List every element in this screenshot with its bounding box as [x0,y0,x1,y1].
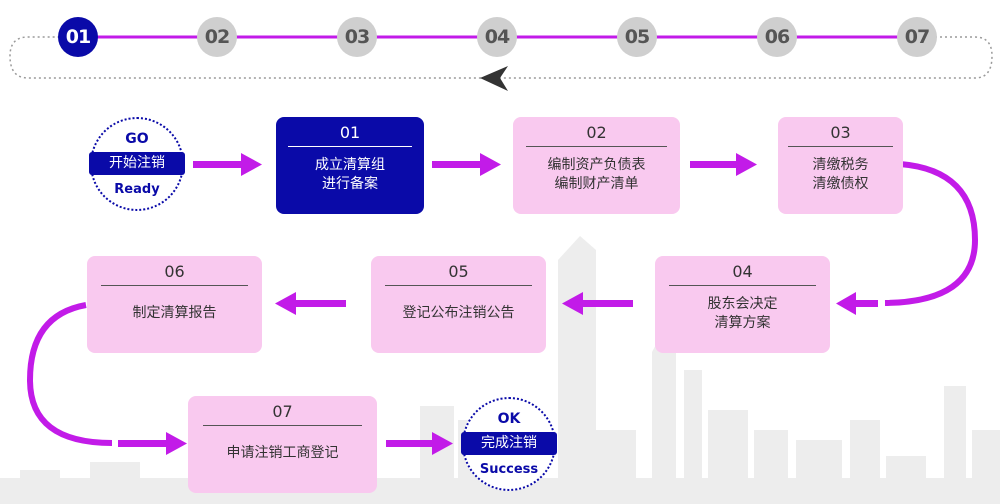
progress-step-02[interactable]: 02 [197,17,237,57]
progress-step-04[interactable]: 04 [477,17,517,57]
step-box-line2: 进行备案 [322,176,378,192]
step-box-line1: 编制资产负债表 [547,157,646,173]
divider [526,146,667,147]
step-box-line2: 清缴债权 [812,176,869,192]
step-box-line1: 成立清算组 [315,157,385,173]
end-badge-label: 完成注销 [461,432,557,455]
step-box-line1: 制定清算报告 [132,305,217,321]
step-box-line2: 清算方案 [714,315,771,331]
step-box-number: 06 [164,262,185,281]
start-badge-top: GO [125,131,149,147]
step-box-05: 05 登记公布注销公告 [371,256,546,353]
step-box-line2: 编制财产清单 [554,176,639,192]
divider [203,425,362,426]
start-badge-bottom: Ready [114,182,160,197]
step-box-line1: 登记公布注销公告 [402,305,515,321]
divider [287,146,413,147]
progress-step-01[interactable]: 01 [58,17,98,57]
divider [669,285,816,286]
step-box-number: 05 [448,262,469,281]
step-box-number: 01 [339,123,361,142]
progress-step-07[interactable]: 07 [897,17,937,57]
step-box-number: 04 [732,262,753,281]
start-badge: GO 开始注销 Ready [89,117,185,211]
step-box-line1: 清缴税务 [812,157,869,173]
step-box-03: 03 清缴税务 清缴债权 [778,117,903,214]
start-badge-label: 开始注销 [89,152,185,175]
step-box-line1: 股东会决定 [707,296,778,312]
step-box-04: 04 股东会决定 清算方案 [655,256,830,353]
divider [788,146,893,147]
step-box-number: 07 [272,402,293,421]
step-box-06: 06 制定清算报告 [87,256,262,353]
return-arrow-icon [480,66,508,91]
step-box-02: 02 编制资产负债表 编制财产清单 [513,117,680,214]
step-box-number: 02 [586,123,607,142]
divider [385,285,532,286]
progress-step-05[interactable]: 05 [617,17,657,57]
end-badge-top: OK [497,411,521,427]
progress-step-06[interactable]: 06 [757,17,797,57]
step-box-number: 03 [830,123,851,142]
step-box-line1: 申请注销工商登记 [226,445,339,461]
step-box-01: 01 成立清算组 进行备案 [276,117,424,214]
end-badge: OK 完成注销 Success [461,397,557,491]
divider [101,285,248,286]
step-box-07: 07 申请注销工商登记 [188,396,377,493]
end-badge-bottom: Success [479,462,539,477]
progress-step-03[interactable]: 03 [337,17,377,57]
